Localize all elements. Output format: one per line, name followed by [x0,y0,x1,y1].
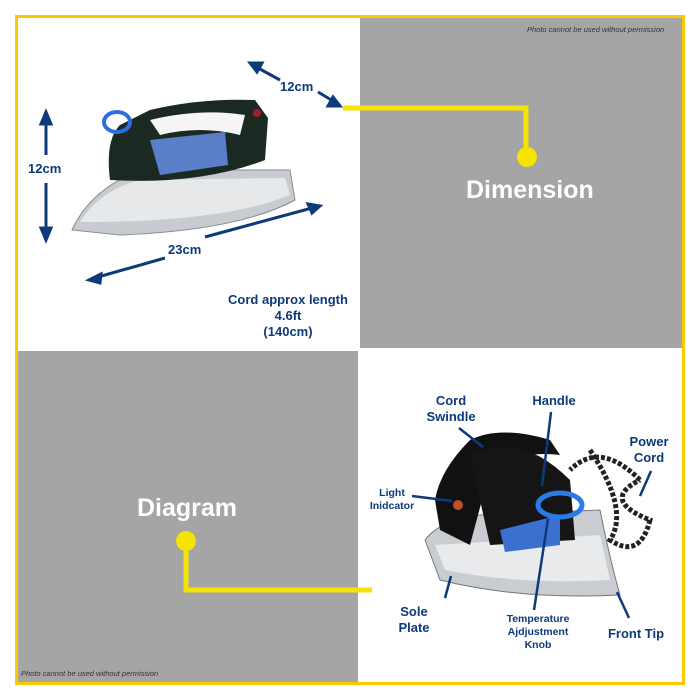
dimension-title: Dimension [466,176,594,204]
label-handle: Handle [532,393,576,408]
height-label: 12cm [28,161,62,176]
iron-photo-diagram [424,432,653,597]
label-light-indicator-line1: Light [379,487,405,499]
infographic-frame [15,15,685,685]
cord-length-line1: Cord approx length [228,292,348,307]
label-temperature-knob-line1: Temperature [506,613,570,625]
diagram-leader-lines [411,411,653,619]
label-sole-plate-line1: Sole [400,604,428,619]
diagram-connector [183,540,372,593]
dimension-connector [343,105,529,156]
cord-length-line3: (140cm) [263,324,313,339]
label-temperature-knob-line3: Knob [524,639,552,651]
diagram-panel [18,351,358,682]
label-light-indicator-line2: Inidcator [369,500,415,512]
depth-label: 12cm [280,79,314,94]
label-power-cord: Power Cord [622,434,676,466]
diagram-connector-dot [176,531,196,551]
label-power-cord-line2: Cord [633,450,665,465]
label-cord-swindle-line2: Swindle [426,409,476,424]
label-power-cord-line1: Power [629,434,669,449]
watermark-bottom: Photo cannot be used without permission [21,669,159,678]
label-sole-plate: Sole Plate [392,604,436,636]
label-front-tip: Front Tip [607,626,665,641]
cord-length-line2: 4.6ft [274,308,302,323]
label-sole-plate-line2: Plate [398,620,430,635]
watermark-top: Photo cannot be used without permission [527,25,665,34]
label-temperature-knob: Temperature Ajdjustment Knob [497,613,579,652]
label-cord-swindle: Cord Swindle [420,393,482,425]
diagram-title: Diagram [137,494,238,522]
dimension-arrows [38,61,344,285]
label-cord-swindle-line1: Cord [435,393,467,408]
length-label: 23cm [168,242,202,257]
label-temperature-knob-line2: Ajdjustment [507,626,569,638]
label-light-indicator: Light Inidcator [364,487,420,513]
cord-length-label: Cord approx length 4.6ft (140cm) [222,292,354,340]
dimension-panel [360,18,682,348]
iron-photo-dimension [71,99,296,236]
dimension-connector-dot [517,147,537,167]
